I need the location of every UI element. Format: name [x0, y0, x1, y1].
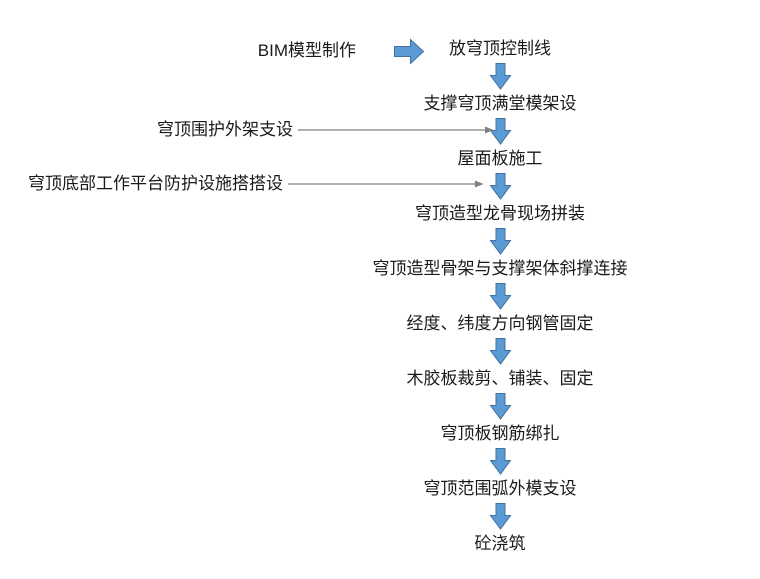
side-input-label: 穹顶底部工作平台防护设施搭搭设	[28, 174, 283, 193]
right-arrow-icon	[394, 37, 425, 65]
flow-step-5: 穹顶造型骨架与支撑架体斜撑连接	[372, 259, 628, 278]
start-label: BIM模型制作	[257, 41, 356, 60]
flow-step-9: 穹顶范围弧外模支设	[423, 479, 577, 498]
down-arrow-icon	[489, 63, 511, 90]
down-arrow-icon	[489, 118, 511, 145]
flow-step-7: 木胶板裁剪、铺装、固定	[406, 369, 594, 388]
flow-step-8: 穹顶板钢筋绑扎	[440, 424, 560, 443]
down-arrow-icon	[489, 448, 511, 475]
down-arrow-icon	[489, 283, 511, 310]
flow-step-4: 穹顶造型龙骨现场拼装	[415, 204, 585, 223]
flow-step-1: 放穹顶控制线	[449, 39, 551, 58]
start-node: BIM模型制作	[258, 37, 425, 65]
down-arrow-icon	[489, 503, 511, 530]
down-arrow-icon	[489, 228, 511, 255]
down-arrow-icon	[489, 393, 511, 420]
side-input-bottom-platform-protection: 穹顶底部工作平台防护设施搭搭设	[28, 173, 484, 195]
down-arrow-icon	[489, 173, 511, 200]
main-flow: 放穹顶控制线 支撑穹顶满堂模架设 屋面板施工 穹顶造型龙骨现场拼装 穹顶造型骨架…	[373, 38, 628, 555]
connector-arrow-icon	[298, 126, 494, 134]
side-input-label: 穹顶围护外架支设	[157, 120, 293, 139]
connector-arrow-icon	[288, 180, 484, 188]
flow-step-2: 支撑穹顶满堂模架设	[423, 94, 577, 113]
side-input-perimeter-scaffold: 穹顶围护外架支设	[157, 119, 494, 141]
flow-step-6: 经度、纬度方向钢管固定	[406, 314, 594, 333]
flow-step-3: 屋面板施工	[457, 149, 543, 168]
down-arrow-icon	[489, 338, 511, 365]
flow-step-10: 砼浇筑	[474, 534, 526, 553]
